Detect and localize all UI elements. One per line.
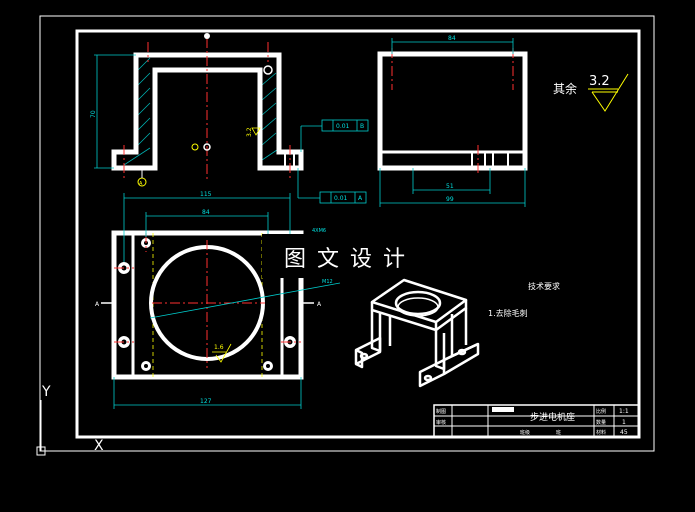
tolerance-frame-b: 0.01 B [300, 119, 369, 152]
title-label-2: 比例 [596, 408, 606, 415]
top-dim-overall: 115 [200, 191, 212, 198]
side-dim-bottom: 99 [446, 196, 454, 203]
tol1-datum: B [360, 123, 364, 130]
front-dim-height: 70 [90, 110, 97, 118]
title-block: 制图 审核 步进电机座 比例 数量 材料 1:1 1 45 班级 班 [433, 404, 640, 438]
top-roughness-label: 1.6 [214, 344, 224, 351]
title-value-scale: 1:1 [619, 408, 629, 415]
roughness-value: 3.2 [589, 74, 610, 89]
title-label-4: 材料 [596, 429, 606, 436]
tech-req-item-1: 1.去除毛刺 [488, 308, 528, 318]
title-label-1: 审核 [436, 419, 446, 426]
title-bottom-label-0: 班级 [520, 429, 530, 436]
part-name: 步进电机座 [530, 411, 575, 423]
bore-note: M12 [322, 279, 333, 285]
section-a-right: A [317, 301, 322, 308]
side-dim-top: 84 [448, 35, 456, 42]
top-dim-bottom: 127 [200, 398, 212, 405]
front-view: A 70 3.2 0.01 B 0.01 A [90, 33, 369, 204]
ucs-y-label: Y [41, 384, 51, 400]
tol2-datum: A [358, 195, 363, 202]
tol1-value: 0.01 [336, 123, 350, 130]
top-dim-inner: 84 [202, 209, 210, 216]
ucs-x-label: X [94, 438, 104, 454]
front-roughness-label: 3.2 [246, 127, 253, 137]
front-view-hatch-left [123, 57, 151, 166]
tolerance-frame-a: 0.01 A [297, 168, 367, 204]
front-view-hatch-right [261, 72, 281, 161]
tech-req-heading: 技术要求 [528, 281, 560, 291]
tol2-value: 0.01 [334, 195, 348, 202]
title-value-material: 45 [620, 429, 628, 436]
front-datum-a-label: A [139, 181, 143, 187]
title-bottom-label-1: 班 [556, 429, 561, 436]
side-dim-inner: 51 [446, 183, 454, 190]
general-roughness-note: 其余 3.2 [553, 73, 629, 112]
hole-note: 4XM6 [312, 228, 326, 234]
watermark-box [262, 234, 432, 278]
top-view: A A 115 84 127 4XM6 M12 1.6 [95, 191, 341, 409]
sheet-outer-border [39, 15, 655, 452]
watermark-text: 图 文 设 计 [284, 247, 407, 272]
drawing-frame [75, 29, 641, 439]
ucs-icon: Y X [36, 384, 104, 456]
title-value-qty: 1 [622, 419, 626, 426]
side-view: 84 51 99 [377, 35, 528, 207]
title-label-0: 制图 [436, 408, 446, 415]
title-label-3: 数量 [596, 419, 606, 426]
section-a-left: A [95, 301, 100, 308]
roughness-prefix: 其余 [553, 81, 577, 96]
isometric-view [354, 278, 480, 388]
